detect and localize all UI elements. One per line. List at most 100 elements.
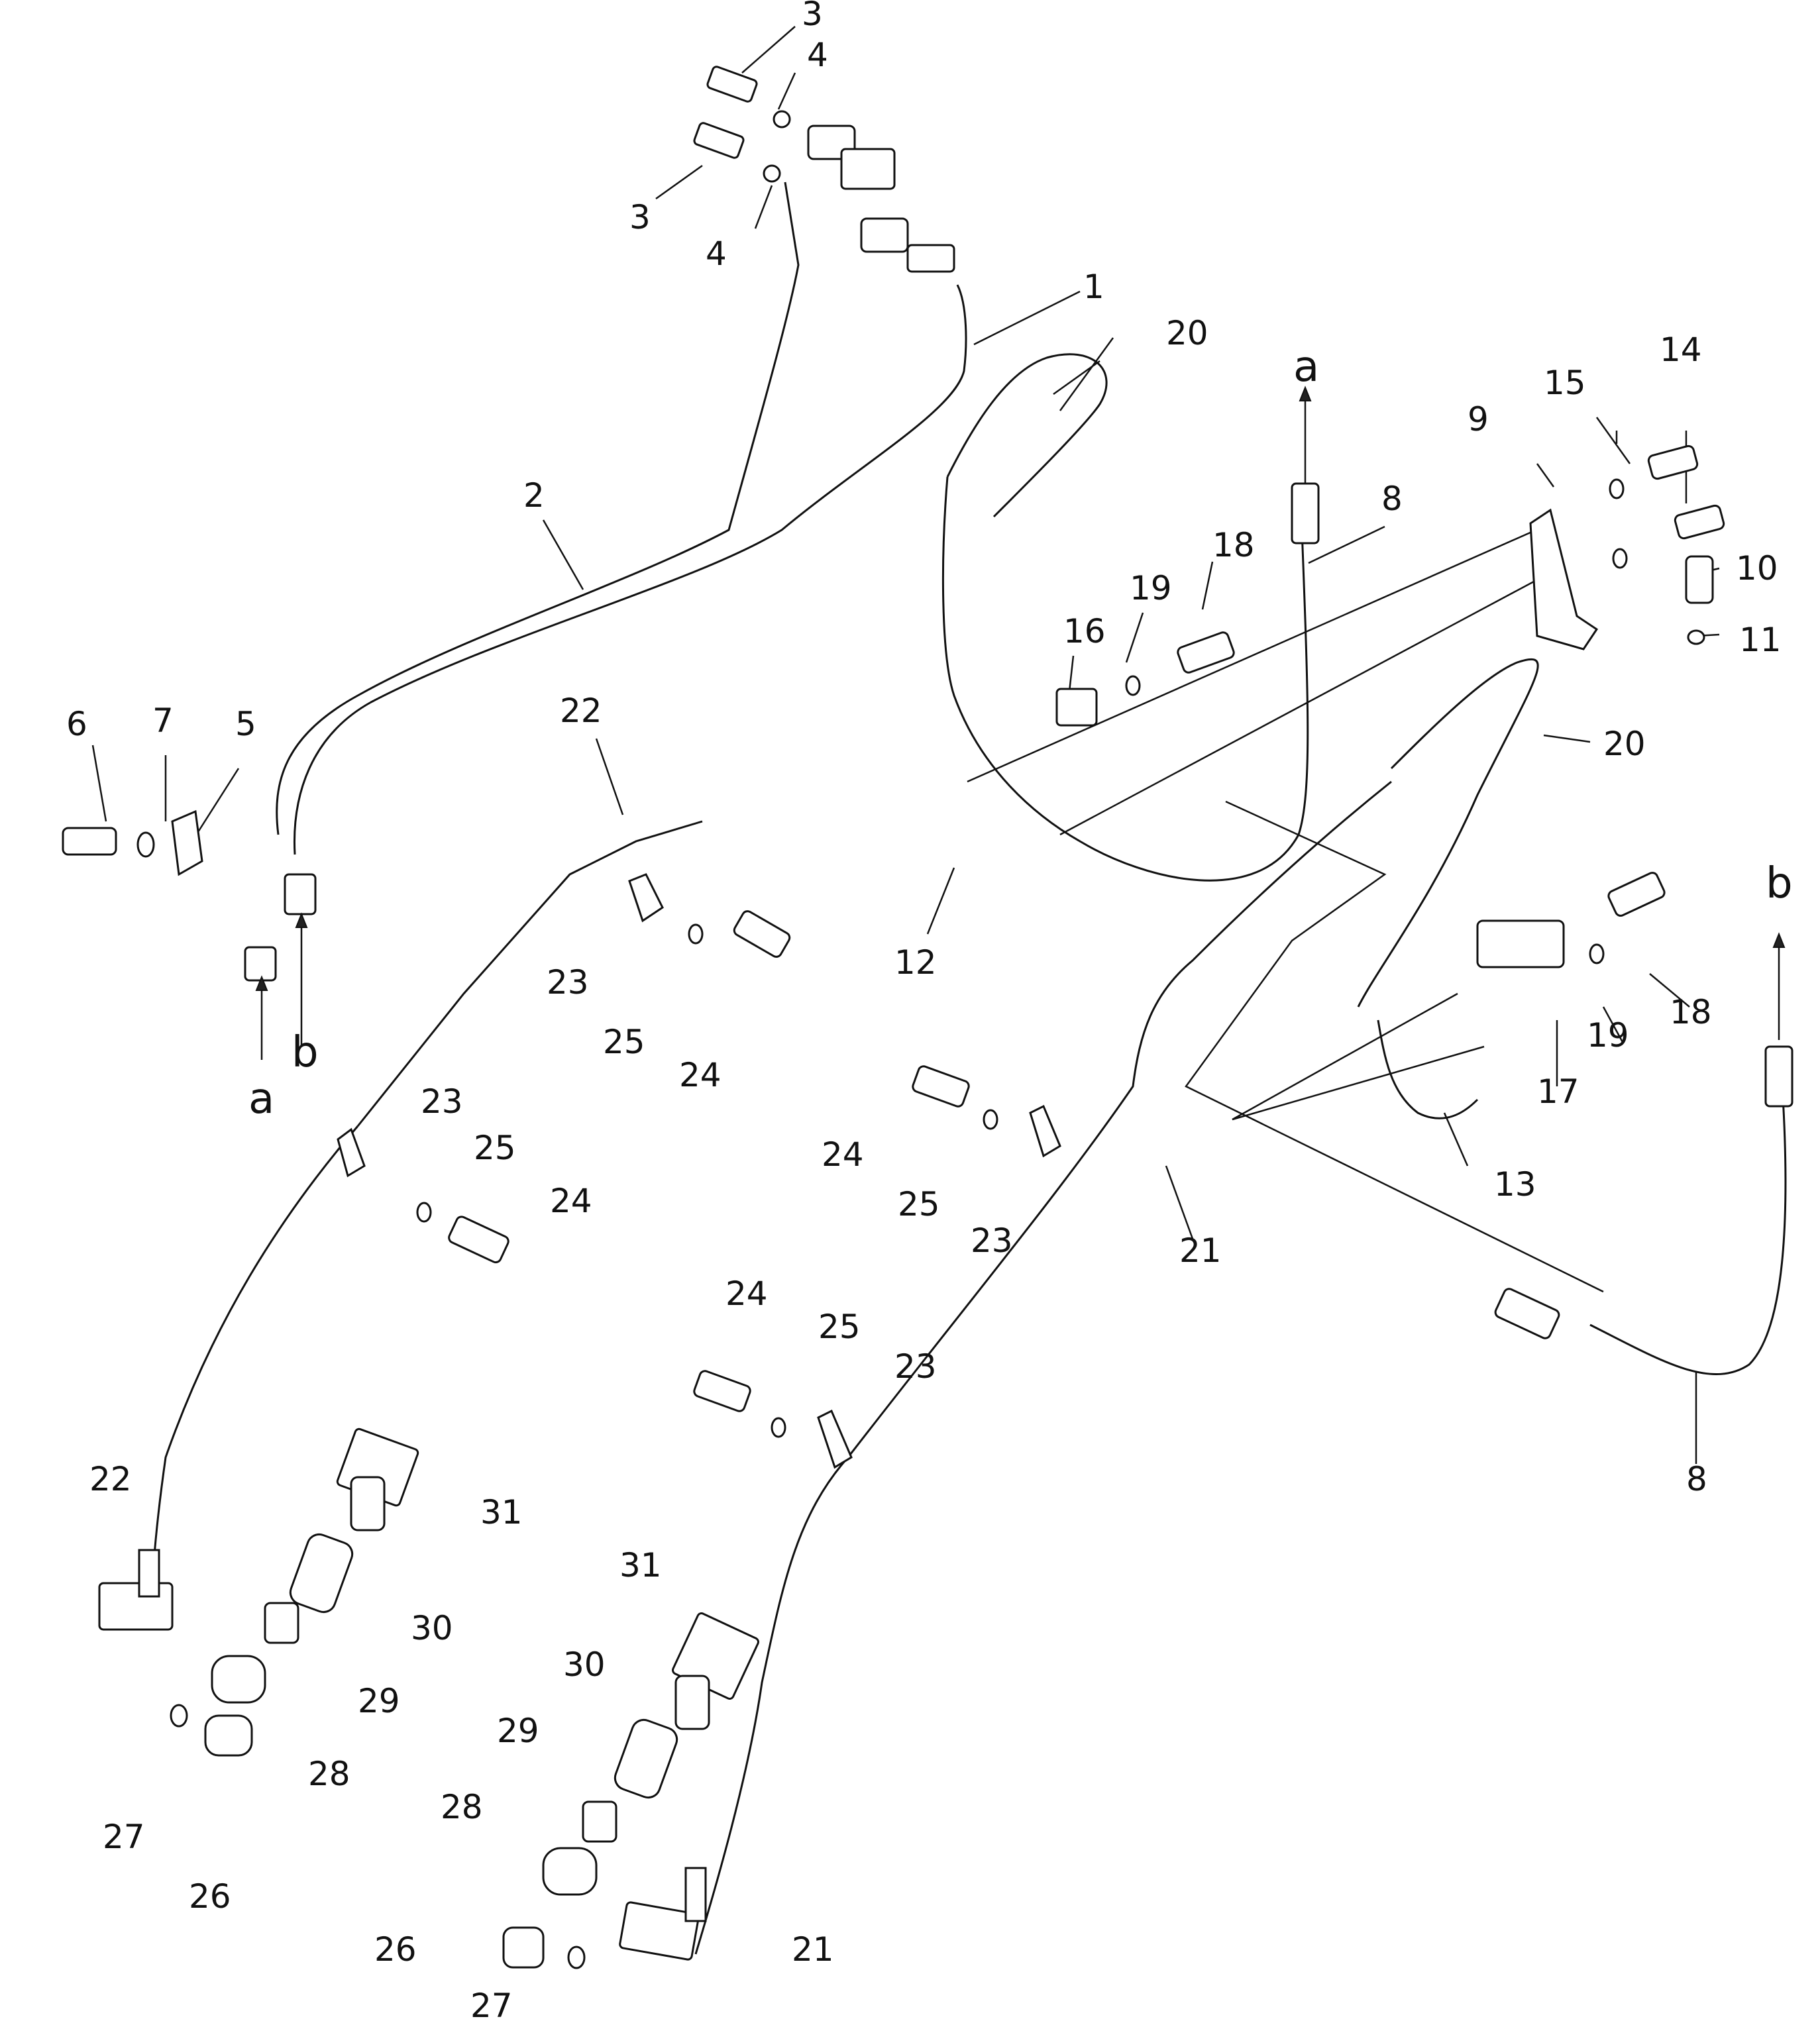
leader-lines bbox=[91, 26, 1720, 1464]
washer-25b bbox=[416, 1202, 432, 1223]
fitting-left-a bbox=[244, 946, 277, 982]
tube-21-stub bbox=[684, 1867, 707, 1922]
hose-1 bbox=[293, 284, 967, 855]
fitting-left-b bbox=[284, 873, 317, 915]
callout-21-bottom: 21 bbox=[792, 1930, 834, 1969]
hose-8-lower bbox=[1589, 1086, 1787, 1375]
callout-labels: 1 2 3 3 4 4 5 6 7 8 8 9 10 11 12 13 14 1… bbox=[66, 0, 1782, 2025]
callout-2: 2 bbox=[523, 476, 545, 515]
callout-6: 6 bbox=[66, 705, 87, 743]
callout-3-top: 3 bbox=[802, 0, 823, 33]
marker-labels: a a b b bbox=[248, 342, 1793, 1123]
callout-24-a: 24 bbox=[679, 1056, 722, 1094]
tube-22-stub bbox=[138, 1549, 160, 1598]
bracket-lines bbox=[967, 508, 1604, 1293]
washer-25c bbox=[983, 1109, 998, 1130]
oring-4-top bbox=[773, 110, 791, 129]
nipple-31b bbox=[674, 1675, 710, 1730]
callout-19-right: 19 bbox=[1587, 1016, 1629, 1055]
washer-19a bbox=[1125, 675, 1141, 696]
bolt-14a bbox=[1647, 444, 1699, 480]
bolt-10 bbox=[1685, 555, 1714, 604]
callout-13: 13 bbox=[1494, 1165, 1536, 1204]
fittings-center bbox=[1055, 444, 1793, 1339]
callout-4-mid: 4 bbox=[706, 234, 727, 273]
washer-7 bbox=[136, 831, 155, 858]
clamp-23a bbox=[628, 873, 664, 923]
marker-b-right: b bbox=[1766, 859, 1793, 908]
fittings-left bbox=[62, 809, 317, 982]
washer-19b bbox=[1589, 943, 1605, 964]
callout-18-top: 18 bbox=[1212, 526, 1255, 564]
callout-31-center: 31 bbox=[619, 1546, 662, 1584]
callout-19-top: 19 bbox=[1130, 569, 1172, 607]
fitting-nut-mid bbox=[860, 217, 909, 253]
bolt-14b bbox=[1674, 504, 1725, 540]
valve-28b bbox=[542, 1847, 598, 1896]
callout-8-bottom: 8 bbox=[1686, 1460, 1707, 1498]
bracket-9 bbox=[1529, 508, 1599, 650]
callout-5: 5 bbox=[235, 705, 256, 743]
callout-23-a: 23 bbox=[547, 963, 589, 1002]
bolt-18b bbox=[1607, 872, 1666, 917]
hose-22-upper bbox=[356, 820, 703, 1127]
fitting-adapter-mid bbox=[906, 244, 955, 273]
hose-13 bbox=[1377, 1019, 1479, 1119]
callout-27-left: 27 bbox=[103, 1818, 145, 1856]
fitting-8-lower bbox=[1494, 1288, 1560, 1339]
callout-31-left: 31 bbox=[480, 1493, 523, 1532]
callout-8-top: 8 bbox=[1381, 480, 1403, 518]
hose-21 bbox=[694, 780, 1392, 1955]
hose-20-lower bbox=[1357, 658, 1539, 1008]
callout-15: 15 bbox=[1544, 364, 1586, 402]
callout-29-center: 29 bbox=[497, 1712, 539, 1750]
clamp-23d bbox=[817, 1409, 853, 1469]
callout-3-mid: 3 bbox=[629, 198, 651, 236]
clamp-17 bbox=[1476, 919, 1565, 968]
washer-27a bbox=[170, 1704, 188, 1728]
callout-16: 16 bbox=[1063, 612, 1106, 650]
clamp-23c bbox=[1029, 1104, 1061, 1158]
washer-25d bbox=[771, 1417, 786, 1438]
fitting-8-right bbox=[1764, 1045, 1793, 1108]
fitting-elbow-top bbox=[840, 148, 896, 190]
washer-15b bbox=[1612, 548, 1628, 569]
callout-24-b: 24 bbox=[550, 1182, 592, 1220]
callout-26-left: 26 bbox=[189, 1877, 231, 1916]
hose-22-lower bbox=[152, 1125, 359, 1564]
callout-23-c: 23 bbox=[971, 1221, 1013, 1260]
fittings-upper bbox=[693, 66, 955, 273]
callout-21-center: 21 bbox=[1179, 1231, 1222, 1270]
callout-25-a: 25 bbox=[603, 1023, 645, 1061]
marker-b-left: b bbox=[292, 1028, 319, 1077]
coupling-30a bbox=[289, 1533, 354, 1614]
callout-9: 9 bbox=[1468, 400, 1489, 439]
callout-29-left: 29 bbox=[358, 1682, 400, 1720]
callout-23-b: 23 bbox=[421, 1082, 463, 1121]
nipple-31a bbox=[350, 1476, 386, 1532]
block-22 bbox=[98, 1582, 174, 1631]
hose-12 bbox=[941, 476, 1309, 882]
callout-7: 7 bbox=[152, 701, 174, 740]
callout-28-left: 28 bbox=[308, 1755, 350, 1793]
valve-assembly-center bbox=[502, 1612, 759, 1969]
bolt-6 bbox=[62, 827, 117, 856]
adapter-29a bbox=[264, 1602, 299, 1644]
bolt-26a bbox=[204, 1714, 253, 1757]
bolt-24d bbox=[693, 1370, 751, 1412]
bolt-18a bbox=[1177, 631, 1235, 674]
marker-arrows bbox=[255, 386, 1786, 1060]
bolt-24a bbox=[733, 910, 791, 958]
clamp-23b bbox=[337, 1127, 366, 1178]
washer-15a bbox=[1609, 478, 1625, 499]
bolt-26b bbox=[502, 1926, 545, 1969]
washer-27b bbox=[567, 1946, 586, 1969]
coupling-30b bbox=[614, 1718, 678, 1799]
washer-11 bbox=[1687, 629, 1705, 645]
hose-20-upper bbox=[946, 353, 1108, 518]
callout-17: 17 bbox=[1537, 1072, 1579, 1111]
callout-22-top: 22 bbox=[560, 692, 602, 730]
callout-30-left: 30 bbox=[411, 1609, 453, 1647]
callout-27-center: 27 bbox=[470, 1987, 513, 2025]
callout-30-center: 30 bbox=[563, 1645, 606, 1684]
